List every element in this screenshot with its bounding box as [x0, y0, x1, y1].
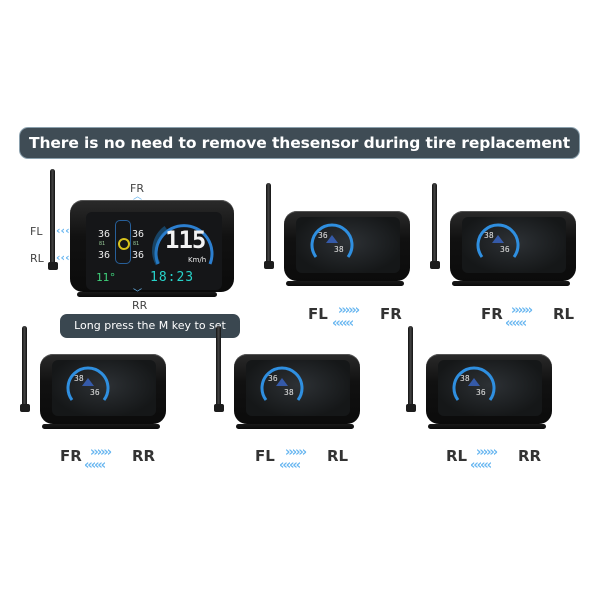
chevron-right-icon: ››››››: [90, 445, 112, 460]
tire-gauge-icon: [452, 366, 496, 401]
label-rl-left: RL: [30, 252, 44, 265]
antenna: [216, 326, 221, 408]
chevron-right-icon: ››››››: [338, 303, 360, 318]
swap-pair-2: FR RL ››››››‹‹‹‹‹‹: [481, 303, 591, 335]
antenna: [50, 169, 55, 269]
antenna: [266, 183, 271, 265]
antenna: [22, 326, 27, 408]
chevron-left-icon: ‹‹‹‹‹‹: [470, 458, 492, 473]
car-icon: [115, 220, 131, 264]
chevron-right-icon: ››››››: [511, 303, 533, 318]
tire-pressure-a: 38: [484, 231, 494, 240]
swap-left-label: FL: [308, 305, 328, 323]
swap-right-label: RR: [132, 447, 156, 465]
clock-readout: 18:23: [150, 270, 195, 285]
swap-left-label: FR: [60, 447, 82, 465]
tire-rr-pressure: 36: [132, 250, 145, 261]
label-fl-left: FL: [30, 225, 43, 238]
chevron-left-icon: ‹‹‹‹‹‹: [279, 458, 301, 473]
tire-gauge-icon: [260, 366, 304, 401]
swap-right-label: FR: [380, 305, 402, 323]
chevron-up-icon: ︿: [133, 192, 143, 202]
chevron-left-icon: ‹‹‹: [56, 224, 70, 237]
label-fr-top: FR: [130, 182, 144, 195]
tire-pressure-b: 38: [334, 245, 344, 254]
tire-pressure-b: 36: [500, 245, 510, 254]
tpms-device-2: 38 36: [430, 183, 582, 293]
swap-left-label: FL: [255, 447, 275, 465]
tire-pressure-b: 38: [284, 388, 294, 397]
voltage-readout: 11°: [96, 271, 116, 284]
swap-pair-4: FL RL ››››››‹‹‹‹‹‹: [255, 445, 365, 477]
tpms-device-3: 38 36: [20, 326, 172, 436]
tire-pressure-a: 36: [268, 374, 278, 383]
swap-left-label: FR: [481, 305, 503, 323]
swap-right-label: RR: [518, 447, 542, 465]
tire-gauge-icon: [310, 223, 354, 258]
tire-fl-pressure: 36: [98, 229, 111, 240]
tire-fr-pressure: 36: [132, 229, 145, 240]
banner-title: There is no need to remove thesensor dur…: [19, 127, 580, 159]
tpms-device-4: 36 38: [214, 326, 366, 436]
tire-fr-temp: 81: [133, 241, 140, 247]
chevron-right-icon: ››››››: [476, 445, 498, 460]
tire-warning-icon: [118, 238, 130, 250]
swap-pair-1: FL FR ››››››‹‹‹‹‹‹: [308, 303, 418, 335]
antenna: [408, 326, 413, 408]
chevron-left-icon: ‹‹‹‹‹‹: [84, 458, 106, 473]
tpms-device-1: 36 38: [264, 183, 416, 293]
tire-pressure-a: 38: [460, 374, 470, 383]
label-rr-bottom: RR: [132, 299, 148, 312]
chevron-left-icon: ‹‹‹‹‹‹: [505, 316, 527, 331]
tire-fl-temp: 81: [99, 241, 106, 247]
swap-right-label: RL: [553, 305, 575, 323]
tire-pressure-a: 36: [318, 231, 328, 240]
swap-left-label: RL: [446, 447, 468, 465]
speed-gauge-icon: [152, 224, 214, 266]
speed-readout: 115: [165, 226, 206, 254]
tire-rl-pressure: 36: [98, 250, 111, 261]
tire-pressure-b: 36: [90, 388, 100, 397]
tire-gauge-icon: [476, 223, 520, 258]
swap-pair-5: RL RR ››››››‹‹‹‹‹‹: [446, 445, 556, 477]
chevron-down-icon: ﹀: [133, 289, 143, 299]
hint-label: Long press the M key to set: [60, 314, 240, 338]
chevron-right-icon: ››››››: [285, 445, 307, 460]
tire-pressure-a: 38: [74, 374, 84, 383]
swap-pair-3: FR RR ››››››‹‹‹‹‹‹: [60, 445, 170, 477]
tpms-device-5: 38 36: [406, 326, 558, 436]
swap-right-label: RL: [327, 447, 349, 465]
chevron-left-icon: ‹‹‹‹‹‹: [332, 316, 354, 331]
tire-pressure-b: 36: [476, 388, 486, 397]
antenna: [432, 183, 437, 265]
chevron-left-icon: ‹‹‹: [56, 251, 70, 264]
tire-gauge-icon: [66, 366, 110, 401]
speed-unit: Km/h: [188, 256, 207, 264]
